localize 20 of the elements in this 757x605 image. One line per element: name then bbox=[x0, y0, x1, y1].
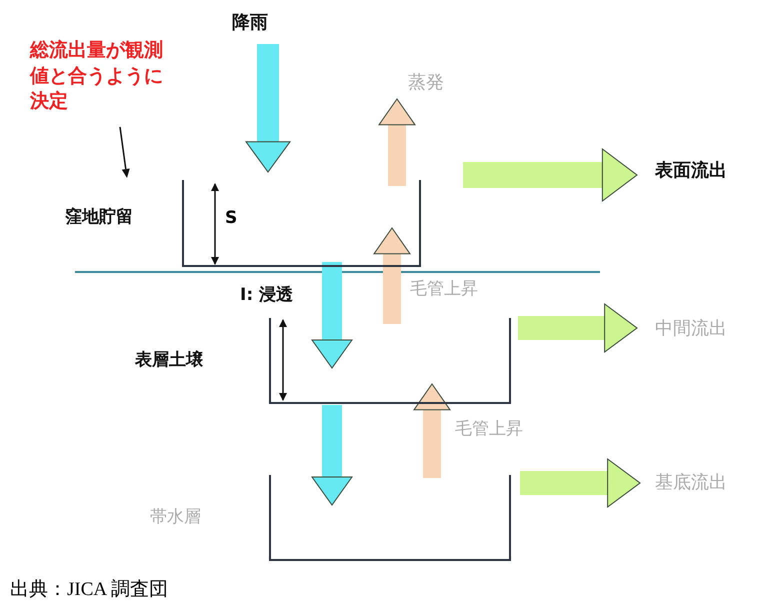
rain-label: 降雨 bbox=[232, 10, 268, 34]
dimension-label: S bbox=[225, 208, 238, 228]
block-arrow bbox=[414, 384, 450, 478]
baseflow-label: 基底流出 bbox=[655, 470, 727, 494]
block-arrow bbox=[312, 405, 352, 506]
block-arrow bbox=[246, 44, 290, 172]
leader-arrow bbox=[119, 126, 130, 178]
block-arrow bbox=[378, 98, 416, 186]
block-arrow bbox=[312, 262, 352, 368]
block-arrow bbox=[520, 458, 640, 508]
surface-runoff-label: 表面流出 bbox=[655, 158, 727, 182]
tank-label: 窪地貯留 bbox=[65, 206, 133, 228]
source-caption: 出典：JICA 調査団 bbox=[10, 578, 168, 602]
annotation-note: 総流出量が観測値と合うように決定 bbox=[30, 38, 170, 115]
interflow-label: 中間流出 bbox=[655, 316, 727, 340]
tank-label: 表層土壌 bbox=[135, 349, 203, 371]
block-arrow bbox=[374, 228, 410, 324]
block-arrow bbox=[518, 304, 638, 352]
tank-label: 帯水層 bbox=[150, 506, 201, 528]
evaporation-label: 蒸発 bbox=[408, 70, 444, 94]
